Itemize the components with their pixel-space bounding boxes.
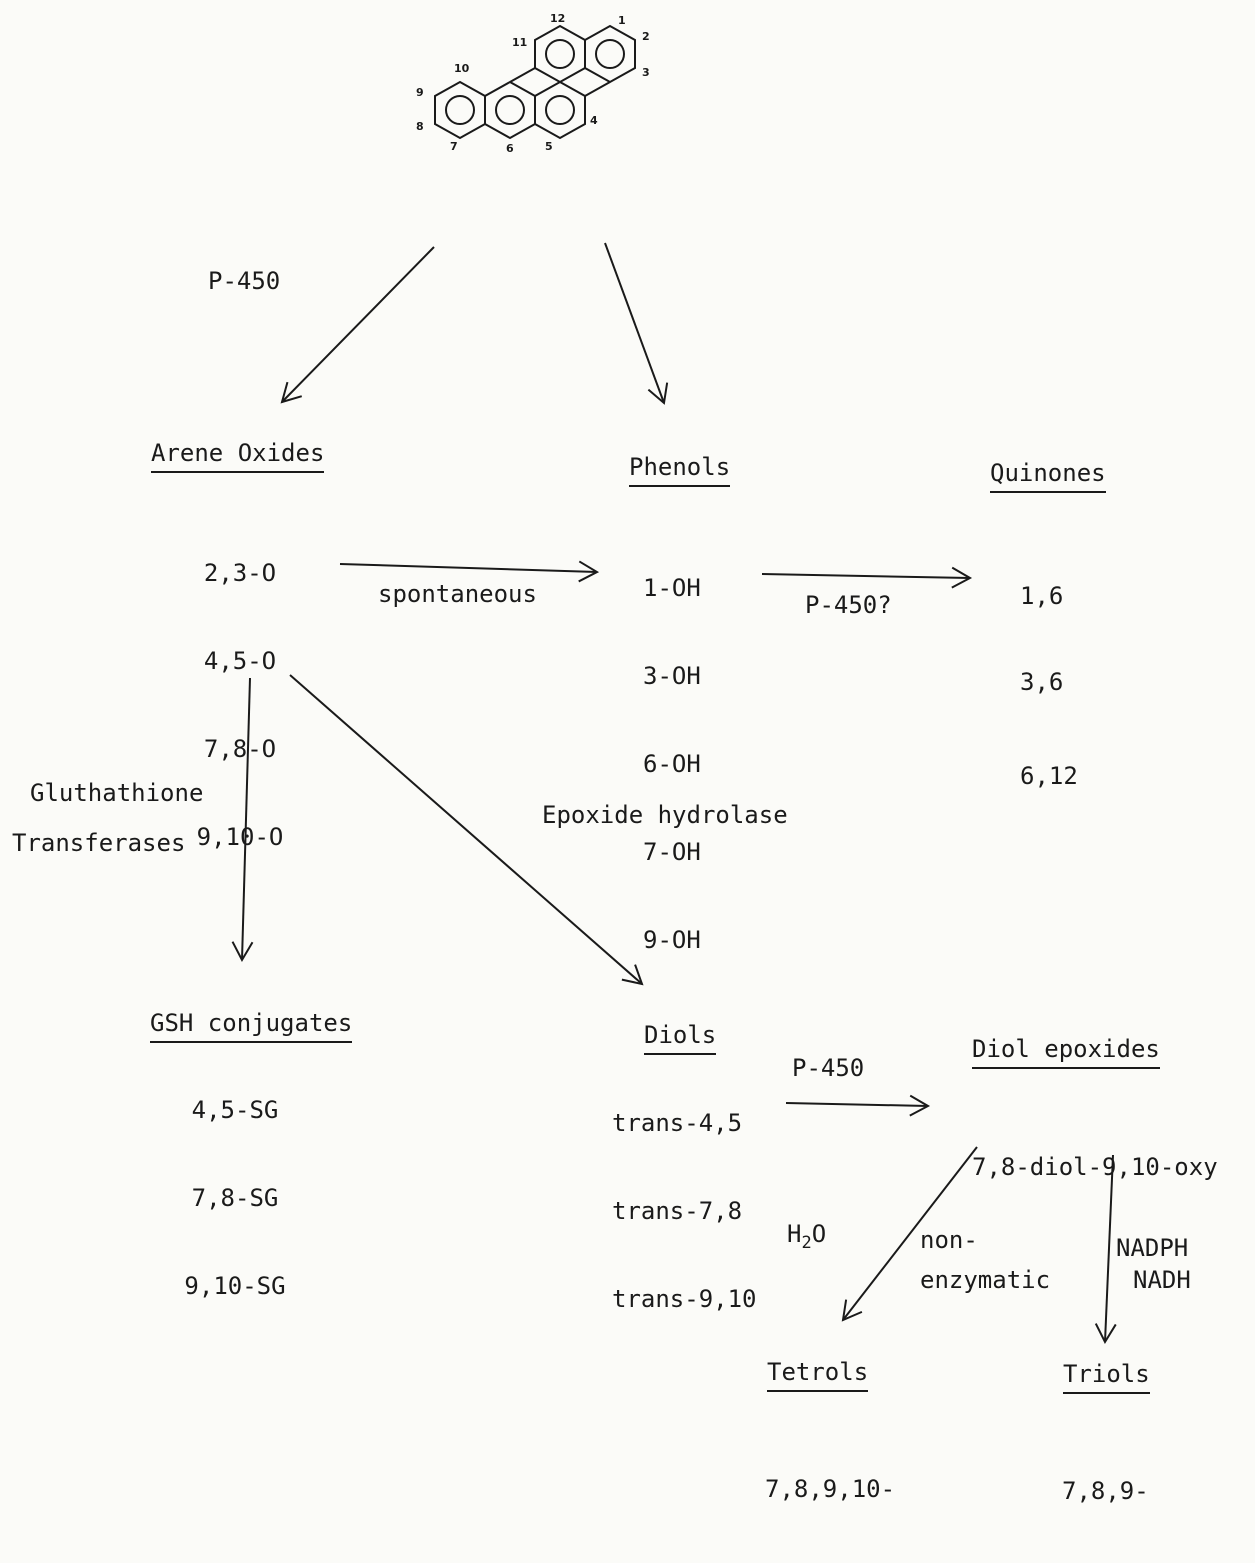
list-item: 7,8,9- [1062, 1477, 1149, 1505]
list-item: 6-OH [643, 750, 701, 778]
locant-10: 10 [454, 62, 470, 75]
list-item: 4,5-O [203, 647, 277, 675]
list-item: 7-OH [643, 838, 701, 866]
p450-label: P-450 [208, 267, 281, 295]
locant-8: 8 [416, 120, 424, 133]
list-item: 6,12 [1020, 762, 1078, 790]
arrow-to-phenols [604, 242, 669, 405]
spontaneous-label: spontaneous [378, 580, 537, 608]
tetrols-title: Tetrols [767, 1360, 869, 1392]
arrow-to-triols [1094, 1154, 1117, 1345]
phenols-title: Phenols [629, 455, 731, 487]
locant-11: 11 [512, 36, 527, 49]
arrow-to-tetrols [841, 1146, 978, 1322]
arrow-spontaneous [339, 560, 600, 583]
nonenzymatic-label-1: non- [920, 1226, 978, 1254]
list-item: 1-OH [643, 574, 701, 602]
quinones-list: 1,6 3,6 6,12 [1020, 525, 1078, 855]
locant-3: 3 [642, 66, 650, 79]
triols-title: Triols [1063, 1362, 1150, 1394]
water-label: H2O [787, 1222, 826, 1252]
ring-e [584, 24, 636, 84]
arrow-to-arene-oxides [280, 246, 435, 404]
locant-1: 1 [618, 14, 626, 27]
p450-question-label: P-450? [805, 591, 892, 619]
list-item: trans-7,8 [612, 1197, 743, 1225]
locant-9: 9 [416, 86, 424, 99]
diol-epoxides-title: Diol epoxides [972, 1037, 1160, 1069]
list-item: 7,8,9,10- [765, 1475, 896, 1503]
diols-list: trans-4,5 trans-7,8 trans-9,10 [612, 1051, 757, 1371]
list-item: 3-OH [643, 662, 701, 690]
list-item: 7,8-diol-9,10-oxy [972, 1153, 1218, 1181]
glutathione-label: Gluthathione [30, 779, 204, 807]
list-item: 1,6 [1020, 582, 1064, 610]
gsh-conjugates-list: 4,5-SG 7,8-SG 9,10-SG [145, 1038, 325, 1358]
transferases-label: Transferases [12, 829, 186, 857]
diols-title: Diols [644, 1023, 717, 1055]
nadh-label: NADH [1133, 1266, 1191, 1294]
gsh-conjugates-title: GSH conjugates [150, 1011, 353, 1043]
water-h: H [787, 1220, 802, 1248]
arrow-to-quinones [761, 566, 973, 589]
nonenzymatic-label-2: enzymatic [920, 1266, 1051, 1294]
list-item: trans-9,10 [612, 1285, 757, 1313]
nadph-label: NADPH [1116, 1234, 1189, 1262]
locant-2: 2 [642, 30, 650, 43]
arrow-to-diols [289, 674, 644, 986]
water-subscript: 2 [801, 1232, 812, 1253]
list-item: 9,10-SG [184, 1272, 286, 1300]
list-item: 7,8-O [203, 735, 277, 763]
triols-list: 7,8,9- [1062, 1419, 1149, 1563]
list-item: 4,5-SG [191, 1096, 279, 1124]
quinones-title: Quinones [990, 461, 1106, 493]
locant-12: 12 [550, 12, 565, 25]
epoxide-hydrolase-label: Epoxide hydrolase [542, 801, 788, 829]
diol-epoxides-list: 7,8-diol-9,10-oxy [972, 1095, 1218, 1239]
list-item: 2,3-O [203, 559, 277, 587]
locant-7: 7 [450, 140, 458, 153]
water-o: O [811, 1220, 827, 1248]
arrow-to-diol-epoxides [785, 1094, 931, 1117]
metabolism-diagram: 1 2 3 4 5 6 7 8 9 10 11 12 [12, 12, 1218, 1505]
list-item: 9,10-O [196, 823, 284, 851]
locant-6: 6 [506, 142, 514, 155]
list-item: 3,6 [1020, 668, 1064, 696]
arrow-to-gsh-conjugates [231, 677, 254, 963]
locant-5: 5 [545, 140, 553, 153]
phenols-list: 1-OH 3-OH 6-OH 7-OH 9-OH [643, 516, 701, 1012]
p450-diols-label: P-450 [792, 1054, 865, 1082]
tetrols-list: 7,8,9,10- [765, 1417, 895, 1561]
benzo-a-pyrene-structure: 1 2 3 4 5 6 7 8 9 10 11 12 [416, 12, 650, 155]
locant-4: 4 [590, 114, 598, 127]
list-item: 7,8-SG [191, 1184, 279, 1212]
list-item: trans-4,5 [612, 1109, 743, 1137]
list-item: 9-OH [643, 926, 701, 954]
arene-oxides-list: 2,3-O 4,5-O 7,8-O 9,10-O [160, 501, 320, 909]
pathway-arrows [231, 242, 1117, 1345]
arene-oxides-title: Arene Oxides [151, 441, 325, 473]
